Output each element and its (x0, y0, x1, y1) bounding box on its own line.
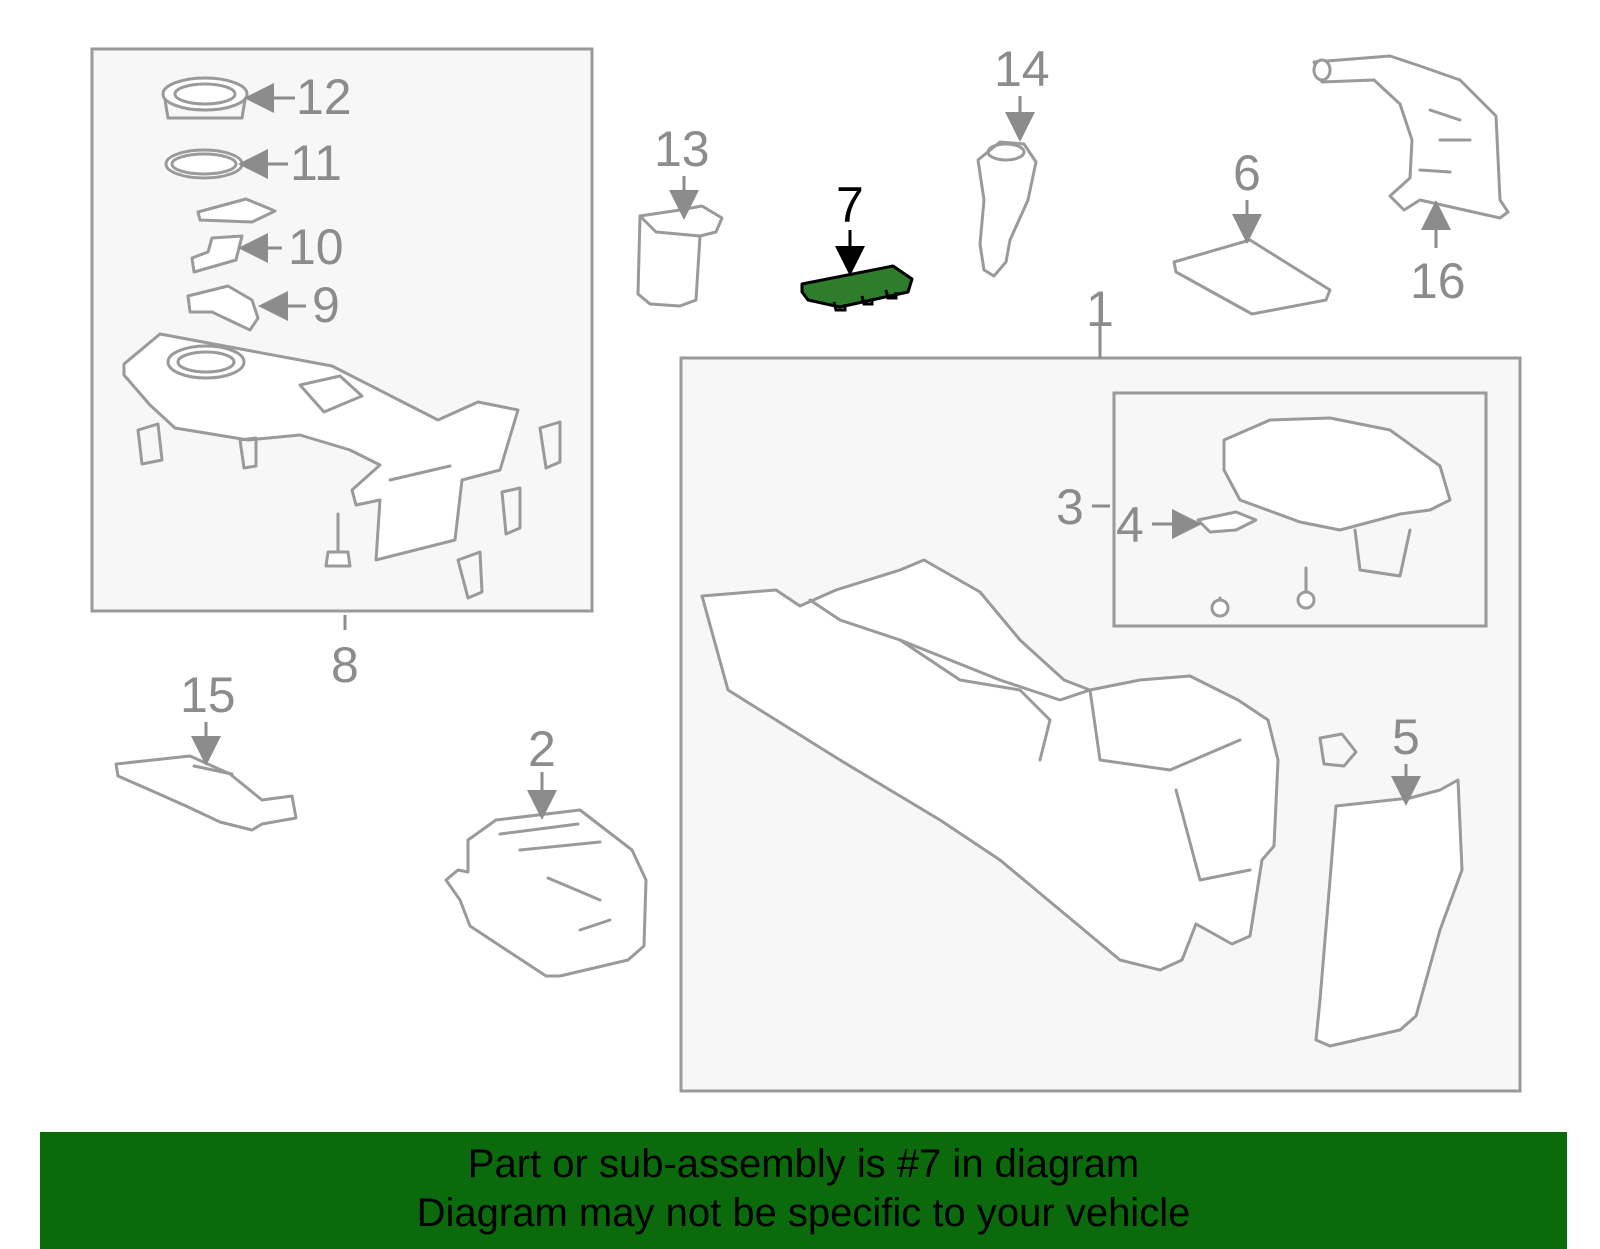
callout-15: 15 (180, 667, 236, 723)
banner-line-1: Part or sub-assembly is #7 in diagram (467, 1142, 1140, 1186)
assembly-8-frame (90, 47, 594, 613)
callout-6: 6 (1233, 145, 1261, 201)
part-16-brake-lever[interactable] (1312, 54, 1510, 220)
part-3-armrest-lid[interactable] (1222, 416, 1452, 578)
part-2-shifter-bracket[interactable] (444, 808, 648, 978)
part-1-console-body[interactable] (700, 558, 1358, 972)
part-12-ring[interactable] (161, 76, 249, 120)
callout-4: 4 (1116, 497, 1144, 553)
callout-1: 1 (1086, 281, 1114, 337)
part-13-sleeve[interactable] (636, 204, 724, 308)
part-14-shift-knob[interactable] (976, 140, 1038, 278)
callout-8: 8 (331, 637, 359, 693)
part-9-bracket[interactable] (186, 284, 260, 332)
callout-3: 3 (1056, 479, 1084, 535)
part-7-cover-highlighted[interactable] (800, 264, 914, 312)
callout-7: 7 (836, 177, 864, 233)
part-5-side-panel[interactable] (1314, 778, 1464, 1048)
callout-labels: 1 2 3 4 5 6 7 8 9 10 11 12 13 14 15 16 (180, 41, 1466, 777)
part-11-ring[interactable] (164, 148, 244, 180)
callout-5: 5 (1392, 709, 1420, 765)
info-banner: Part or sub-assembly is #7 in diagram Di… (40, 1132, 1567, 1249)
callout-10: 10 (288, 219, 344, 275)
part-8-panel[interactable] (122, 332, 562, 600)
callout-14: 14 (994, 41, 1050, 97)
callout-12: 12 (296, 69, 352, 125)
leader-lines (191, 83, 1451, 820)
part-4-hinge[interactable] (1196, 510, 1316, 618)
callout-13: 13 (654, 121, 710, 177)
banner-line-2: Diagram may not be specific to your vehi… (416, 1191, 1191, 1235)
callout-9: 9 (312, 277, 340, 333)
callout-2: 2 (528, 721, 556, 777)
part-15-switch-bezel[interactable] (114, 754, 298, 832)
callout-16: 16 (1410, 253, 1466, 309)
callout-11: 11 (290, 135, 342, 191)
part-6-mat[interactable] (1172, 238, 1332, 316)
